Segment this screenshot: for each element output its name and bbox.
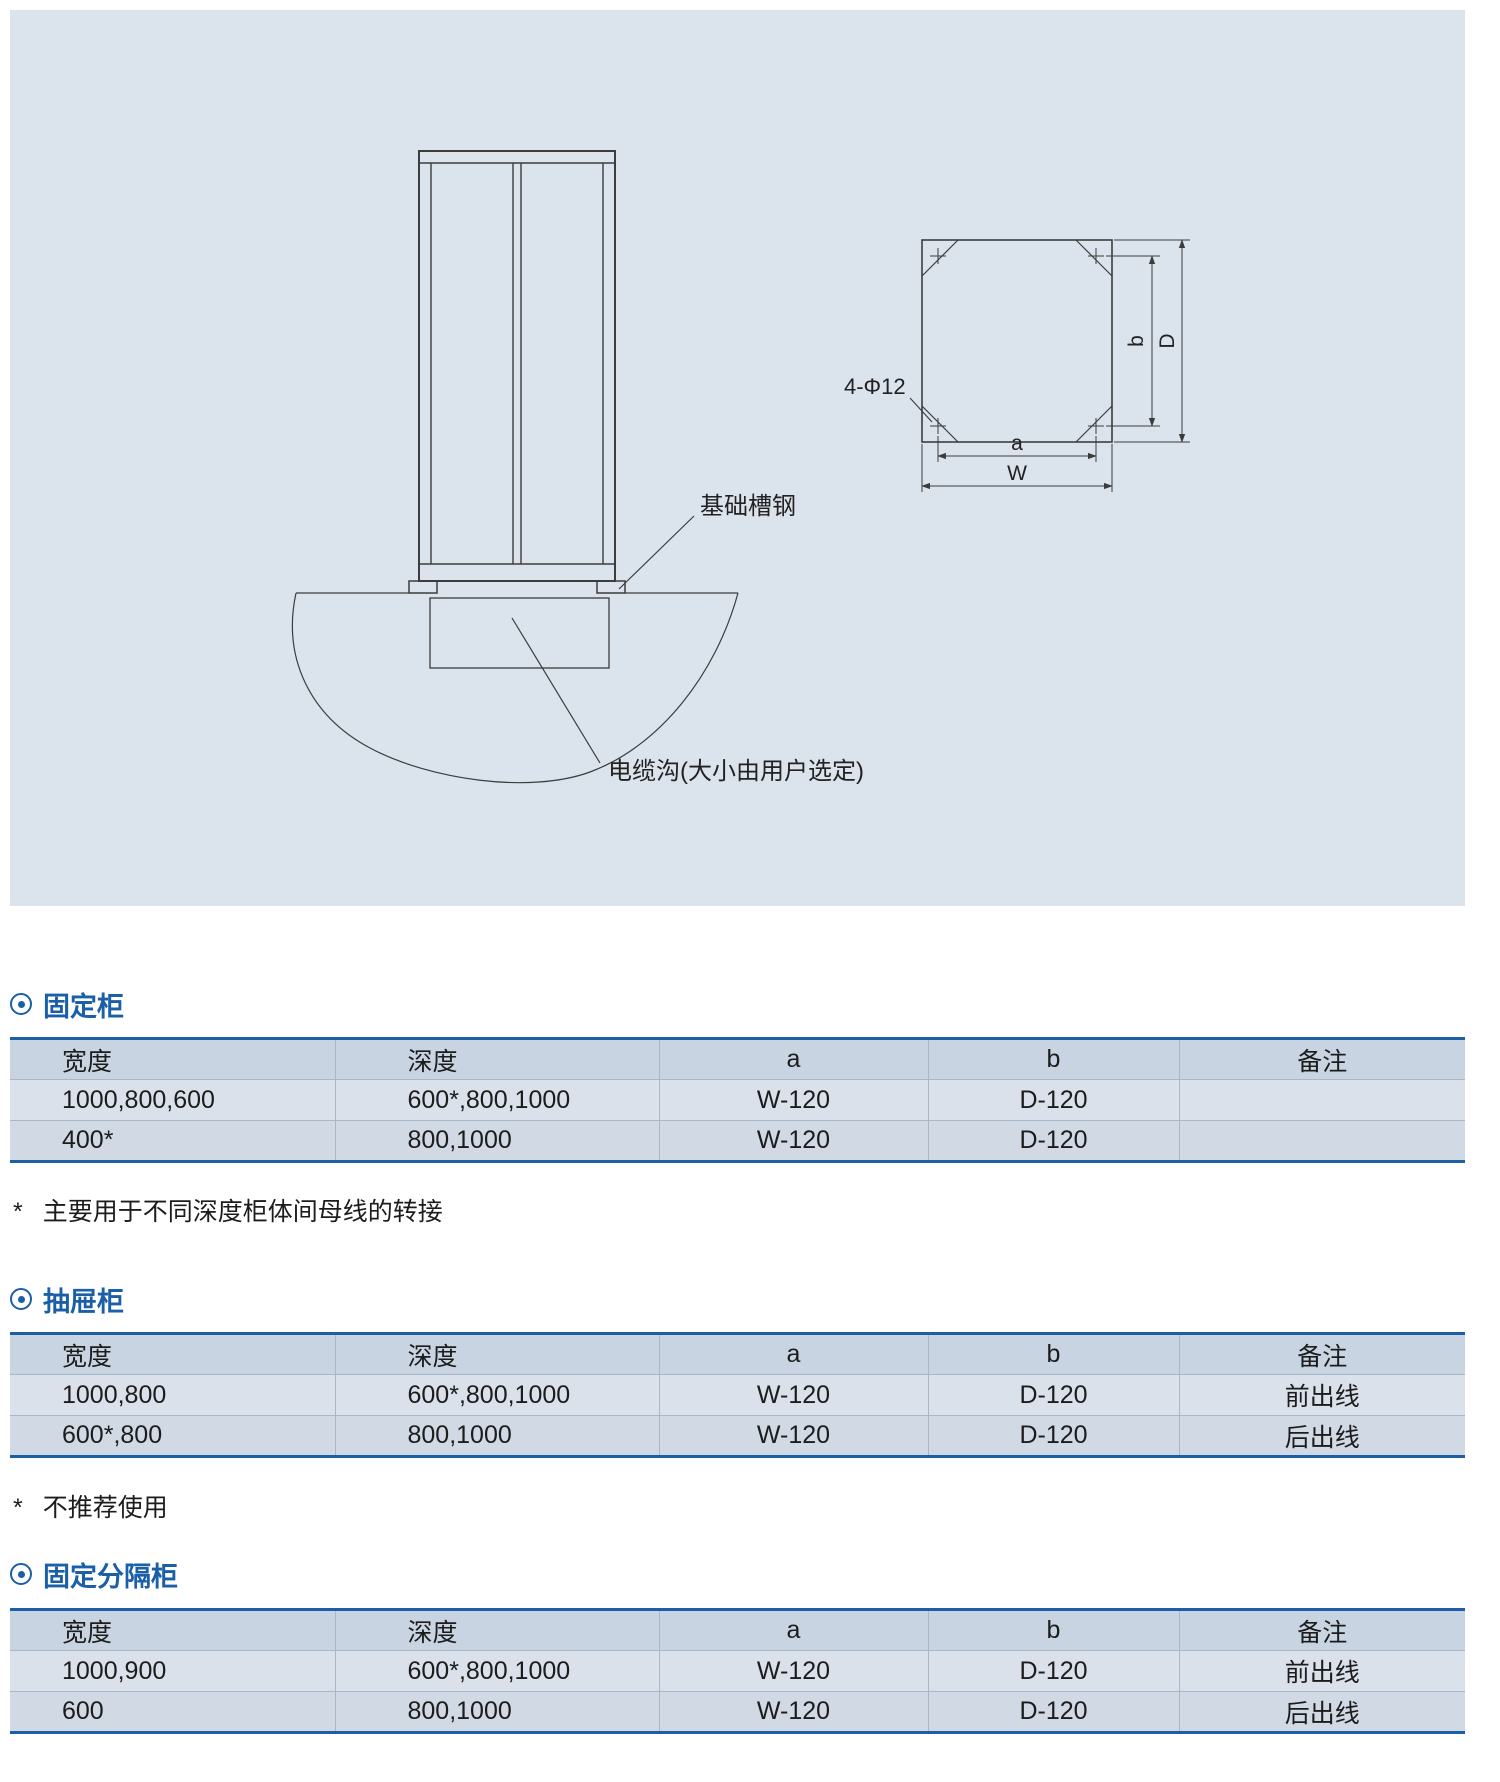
foundation-foot-left (408, 580, 438, 594)
extension-line (921, 239, 1190, 492)
column-header: 备注 (1178, 1333, 1465, 1375)
section-title: 固定分隔柜 (43, 1561, 178, 1592)
cell-remark (1178, 1120, 1465, 1162)
cell-depth: 600*,800,1000 (334, 1374, 659, 1416)
corner-gusset (921, 405, 959, 443)
column-header: 备注 (1178, 1038, 1465, 1080)
section-title: 固定柜 (43, 991, 124, 1022)
column-header: 深度 (334, 1333, 659, 1375)
cell-a: W-120 (658, 1120, 928, 1162)
cell-remark (1178, 1079, 1465, 1121)
drawer-cabinet-table: 宽度 深度 a b 备注 1000,800 600*,800,1000 W-12… (10, 1332, 1465, 1458)
table-header-row: 宽度 深度 a b 备注 (10, 1609, 1465, 1651)
table-row: 1000,800 600*,800,1000 W-120 D-120 前出线 (10, 1374, 1465, 1416)
base-steel-leader-line (618, 515, 695, 590)
column-header: a (658, 1333, 928, 1375)
cell-a: W-120 (658, 1079, 928, 1121)
table-row: 600 800,1000 W-120 D-120 后出线 (10, 1691, 1465, 1733)
cell-a: W-120 (658, 1415, 928, 1457)
cell-width: 1000,800,600 (10, 1079, 335, 1121)
cell-b: D-120 (927, 1079, 1179, 1121)
section-title: 抽屉柜 (43, 1286, 124, 1317)
bolt-hole-cross (930, 248, 1104, 434)
cell-width: 600 (10, 1691, 335, 1733)
column-header: 备注 (1178, 1609, 1465, 1651)
dim-label-w: W (1007, 462, 1027, 485)
column-header: b (927, 1333, 1179, 1375)
diagram-top-view (909, 239, 1190, 492)
cell-depth: 800,1000 (334, 1120, 659, 1162)
corner-gusset (921, 239, 959, 277)
cell-b: D-120 (927, 1415, 1179, 1457)
holes-label: 4-Φ12 (844, 374, 906, 399)
diagram-panel: 基础槽钢 电缆沟(大小由用户选定) (10, 10, 1465, 906)
cell-remark: 前出线 (1178, 1374, 1465, 1416)
table-row: 600*,800 800,1000 W-120 D-120 后出线 (10, 1415, 1465, 1457)
trench-leader-line (511, 617, 601, 764)
diagram-front-view (291, 150, 739, 784)
cell-remark: 后出线 (1178, 1415, 1465, 1457)
cell-depth: 800,1000 (334, 1415, 659, 1457)
column-header: 深度 (334, 1609, 659, 1651)
cell-width: 400* (10, 1120, 335, 1162)
cable-trench-rect (429, 597, 610, 669)
footnote-drawer-cabinet: * 不推荐使用 (13, 1488, 168, 1524)
cell-remark: 后出线 (1178, 1691, 1465, 1733)
base-steel-label: 基础槽钢 (700, 493, 796, 520)
section-heading-fixed-partition-cabinet: 固定分隔柜 (10, 1558, 178, 1592)
holes-leader-line (909, 397, 933, 423)
fixed-partition-cabinet-table: 宽度 深度 a b 备注 1000,900 600*,800,1000 W-12… (10, 1608, 1465, 1734)
column-header: b (927, 1609, 1179, 1651)
cell-b: D-120 (927, 1650, 1179, 1692)
column-header: 宽度 (62, 1618, 113, 1647)
trench-label: 电缆沟(大小由用户选定) (608, 758, 864, 785)
footnote-text: 不推荐使用 (42, 1494, 168, 1522)
cell-b: D-120 (927, 1374, 1179, 1416)
cell-b: D-120 (927, 1120, 1179, 1162)
cell-depth: 600*,800,1000 (334, 1079, 659, 1121)
fixed-cabinet-table: 宽度 深度 a b 备注 1000,800,600 600*,800,1000 … (10, 1037, 1465, 1163)
table-header-row: 宽度 深度 a b 备注 (10, 1038, 1465, 1080)
footnote-text: 主要用于不同深度柜体间母线的转接 (42, 1198, 443, 1226)
column-header: a (658, 1038, 928, 1080)
cell-depth: 800,1000 (334, 1691, 659, 1733)
cell-width: 1000,900 (10, 1650, 335, 1692)
corner-gusset (1075, 239, 1113, 277)
column-header: 宽度 (62, 1047, 113, 1076)
cell-remark: 前出线 (1178, 1650, 1465, 1692)
table-row: 1000,900 600*,800,1000 W-120 D-120 前出线 (10, 1650, 1465, 1692)
section-bullet-icon (10, 1288, 32, 1310)
cabinet-outline (418, 150, 616, 582)
section-heading-fixed-cabinet: 固定柜 (10, 988, 124, 1022)
footnote-fixed-cabinet: * 主要用于不同深度柜体间母线的转接 (13, 1192, 443, 1228)
dim-label-d: D (1156, 333, 1179, 348)
soil-curve (291, 592, 739, 784)
cell-width: 1000,800 (10, 1374, 335, 1416)
column-header: 深度 (334, 1038, 659, 1080)
cell-depth: 600*,800,1000 (334, 1650, 659, 1692)
mounting-frame-square (921, 239, 1113, 443)
section-bullet-icon (10, 1563, 32, 1585)
dim-label-b: b (1125, 335, 1148, 347)
table-row: 1000,800,600 600*,800,1000 W-120 D-120 (10, 1079, 1465, 1121)
section-heading-drawer-cabinet: 抽屉柜 (10, 1283, 124, 1317)
corner-gusset (1075, 405, 1113, 443)
column-header: 宽度 (62, 1342, 113, 1371)
column-header: a (658, 1609, 928, 1651)
section-bullet-icon (10, 993, 32, 1015)
dim-label-a: a (1011, 432, 1023, 455)
cell-width: 600*,800 (10, 1415, 335, 1457)
column-header: b (927, 1038, 1179, 1080)
foundation-foot-right (596, 580, 626, 594)
table-row: 400* 800,1000 W-120 D-120 (10, 1120, 1465, 1162)
cell-b: D-120 (927, 1691, 1179, 1733)
technical-drawing: 基础槽钢 电缆沟(大小由用户选定) (291, 150, 1190, 785)
footnote-star: * (13, 1198, 23, 1226)
cell-a: W-120 (658, 1691, 928, 1733)
cell-a: W-120 (658, 1374, 928, 1416)
cell-a: W-120 (658, 1650, 928, 1692)
table-header-row: 宽度 深度 a b 备注 (10, 1333, 1465, 1375)
footnote-star: * (13, 1494, 23, 1522)
